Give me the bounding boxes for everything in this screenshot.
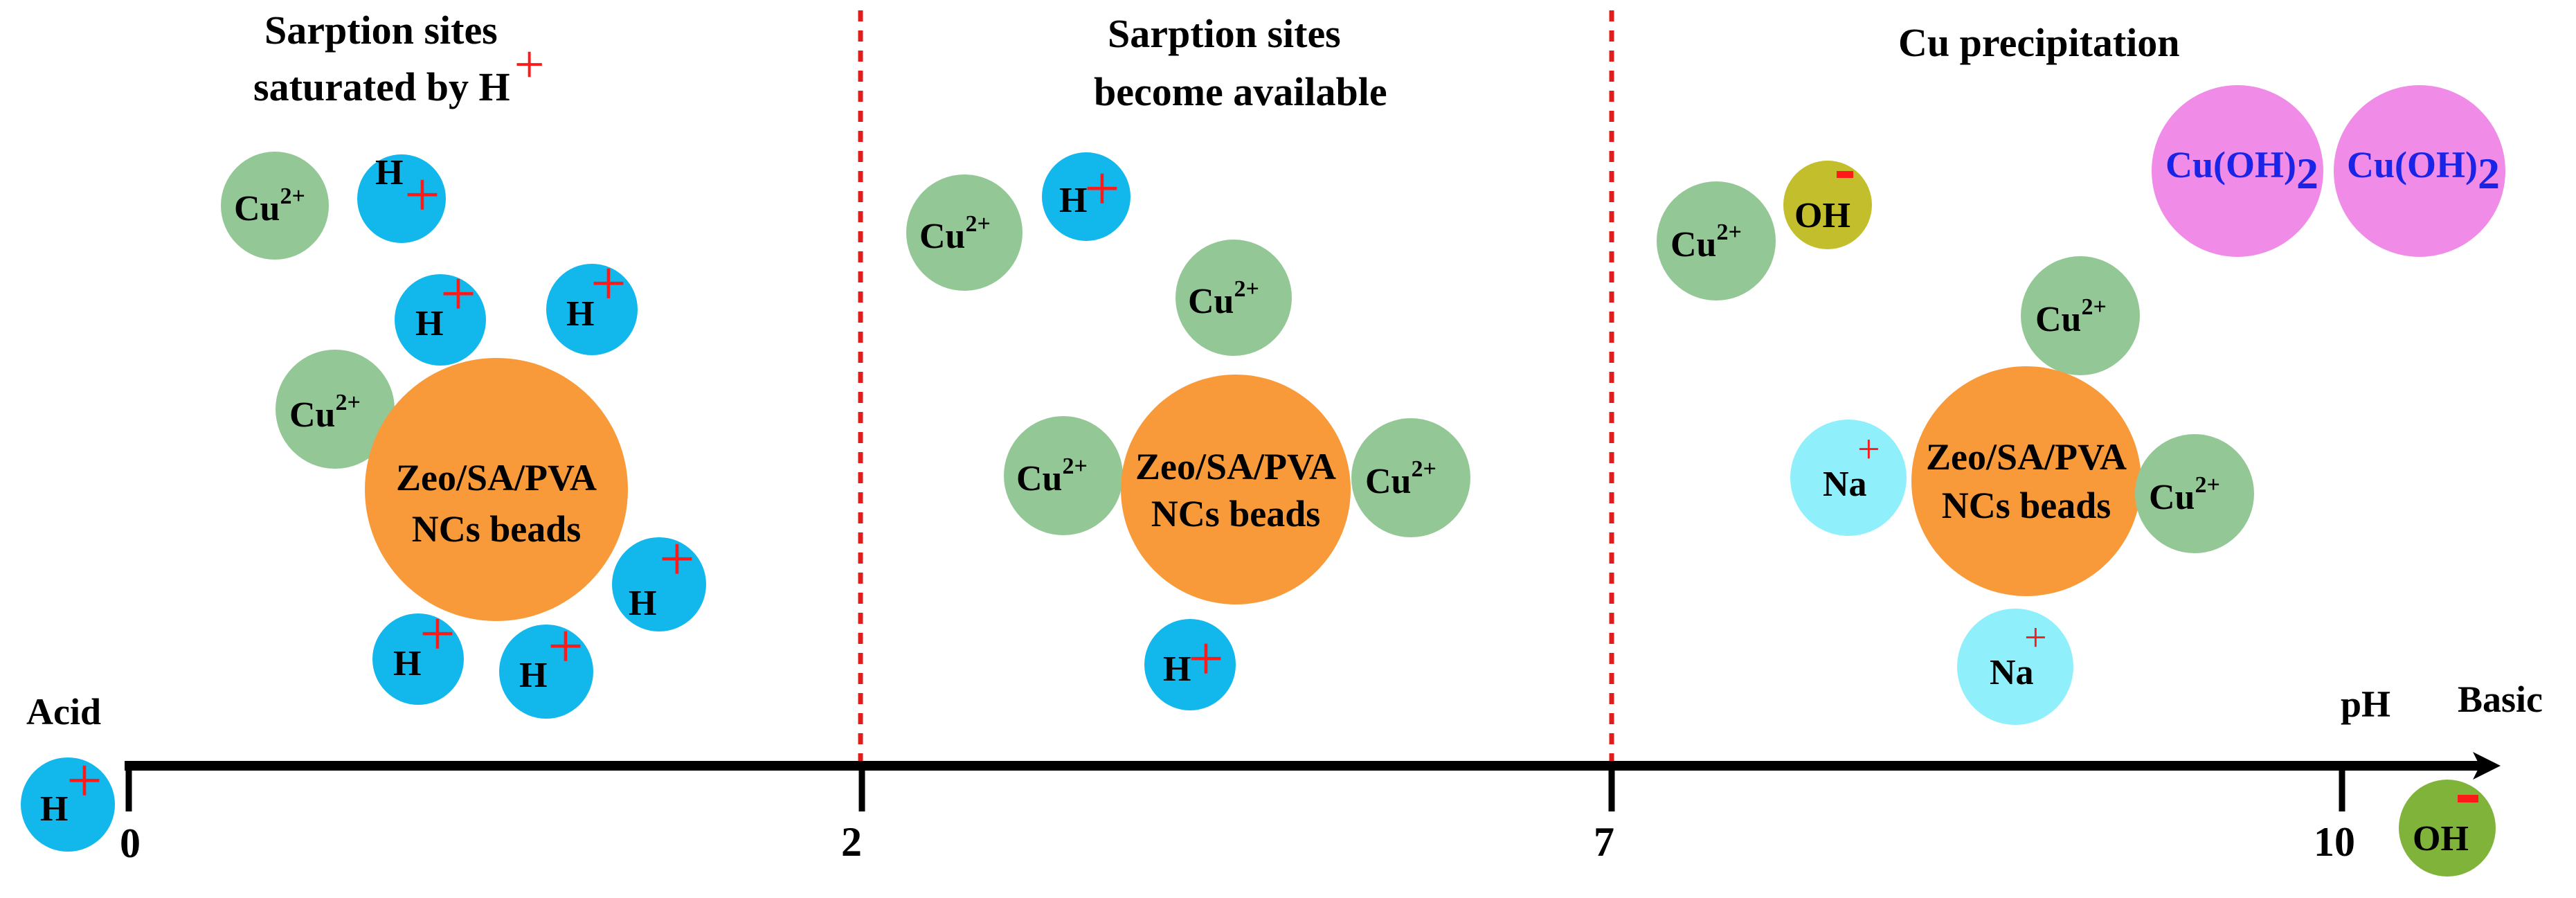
svg-text:Cu2+: Cu2+ (919, 211, 991, 256)
axis-label-acid: Acid (26, 691, 101, 733)
tick-label-2: 2 (841, 819, 862, 865)
cu-ion: Cu2+ (2021, 256, 2140, 375)
cu-ion: Cu2+ (2135, 434, 2254, 553)
cuoh2-precipitate: Cu(OH)2 (2334, 85, 2505, 257)
svg-text:H: H (1163, 649, 1191, 689)
svg-text:H: H (519, 656, 547, 695)
svg-text:NCs beads: NCs beads (412, 508, 582, 550)
axis-label-ph: pH (2341, 683, 2390, 725)
svg-text:+: + (1084, 153, 1120, 224)
region1-group: Cu2+ H + H + H + Cu2+ Zeo/SA/PVA NCs (221, 152, 706, 719)
svg-text:Cu2+: Cu2+ (1188, 276, 1259, 321)
svg-text:+: + (420, 598, 456, 669)
svg-text:Zeo/SA/PVA: Zeo/SA/PVA (396, 457, 597, 499)
h-ion: H + (395, 258, 486, 366)
region1-title-line2: saturated by H+ (253, 34, 545, 109)
svg-text:Cu2+: Cu2+ (1016, 454, 1088, 499)
region2-group: Cu2+ H + Cu2+ Cu2+ Zeo/SA/PVA NCs beads … (906, 152, 1470, 710)
h-ion: H + (1042, 152, 1131, 241)
svg-text:Cu2+: Cu2+ (1670, 219, 1742, 264)
cu-ion: Cu2+ (1657, 181, 1776, 300)
axis-label-basic: Basic (2458, 679, 2543, 720)
cu-ion: Cu2+ (906, 174, 1023, 291)
cuoh2-precipitate: Cu(OH)2 (2152, 85, 2323, 257)
na-ion: Na + (1957, 609, 2073, 725)
cu-ion: Cu2+ (1351, 418, 1470, 537)
svg-text:+: + (66, 745, 102, 816)
h-ion: H + (499, 611, 593, 719)
svg-text:H: H (566, 294, 594, 334)
svg-text:OH: OH (2413, 819, 2469, 859)
svg-text:H: H (40, 789, 68, 829)
svg-text:Na: Na (1990, 653, 2034, 692)
svg-text:Zeo/SA/PVA: Zeo/SA/PVA (1926, 436, 2127, 478)
nc-bead: Zeo/SA/PVA NCs beads (365, 358, 628, 621)
nc-bead: Zeo/SA/PVA NCs beads (1911, 366, 2141, 596)
svg-text:Cu2+: Cu2+ (289, 390, 361, 435)
region1-title-line1: Sarption sites (264, 8, 498, 53)
svg-text:+: + (1857, 426, 1880, 472)
svg-text:Cu2+: Cu2+ (2035, 294, 2107, 339)
region2-title-line2: become available (1094, 69, 1387, 114)
svg-text:Cu2+: Cu2+ (234, 183, 305, 228)
cu-ion: Cu2+ (221, 152, 329, 260)
cu-ion: Cu2+ (276, 350, 395, 469)
h-ion: H + (546, 248, 638, 355)
svg-text:+: + (659, 523, 695, 594)
svg-text:Cu2+: Cu2+ (1365, 456, 1436, 501)
tick-label-10: 10 (2314, 819, 2355, 865)
svg-text:NCs beads: NCs beads (1151, 493, 1321, 535)
axis-arrowhead (2473, 752, 2501, 780)
cu-ion: Cu2+ (1176, 240, 1292, 356)
h-ion: H + (372, 598, 464, 705)
oh-ion: OH (1783, 161, 1872, 249)
na-ion: Na + (1790, 420, 1907, 536)
region3-group: Cu2+ OH Cu(OH)2 Cu(OH)2 Cu2+ Na + Zeo/SA… (1657, 85, 2505, 725)
svg-text:+: + (440, 258, 476, 329)
svg-text:H: H (375, 153, 403, 192)
region3-title: Cu precipitation (1898, 20, 2180, 65)
ph-axis: 0 2 7 10 Acid pH Basic H + OH (21, 679, 2543, 877)
nc-bead: Zeo/SA/PVA NCs beads (1121, 375, 1351, 604)
svg-text:+: + (404, 159, 440, 230)
svg-text:NCs beads: NCs beads (1942, 485, 2111, 526)
svg-text:OH: OH (1794, 196, 1850, 235)
oh-ion: OH (2399, 780, 2496, 877)
tick-label-7: 7 (1594, 819, 1614, 865)
svg-text:H: H (1059, 181, 1087, 220)
h-ion: H + (21, 745, 115, 852)
svg-text:+: + (591, 248, 627, 318)
svg-text:H: H (415, 304, 443, 343)
svg-text:+: + (2024, 615, 2047, 660)
cu-ion: Cu2+ (1004, 416, 1123, 535)
region2-title-line1: Sarption sites (1108, 11, 1341, 56)
svg-text:H: H (629, 584, 656, 623)
svg-text:+: + (1188, 623, 1224, 694)
svg-text:Zeo/SA/PVA: Zeo/SA/PVA (1135, 446, 1336, 487)
tick-label-0: 0 (120, 820, 141, 866)
svg-text:H: H (393, 644, 421, 683)
svg-text:+: + (548, 611, 584, 681)
h-ion: H + (612, 523, 706, 631)
svg-text:Na: Na (1823, 465, 1867, 504)
svg-text:Cu2+: Cu2+ (2149, 472, 2220, 517)
minus-icon (2458, 795, 2478, 802)
svg-text:Cu(OH)2: Cu(OH)2 (2347, 144, 2500, 198)
minus-icon (1837, 171, 1853, 178)
h-ion: H + (1144, 619, 1236, 710)
svg-text:Cu(OH)2: Cu(OH)2 (2165, 144, 2318, 198)
h-ion: H + (357, 153, 446, 243)
